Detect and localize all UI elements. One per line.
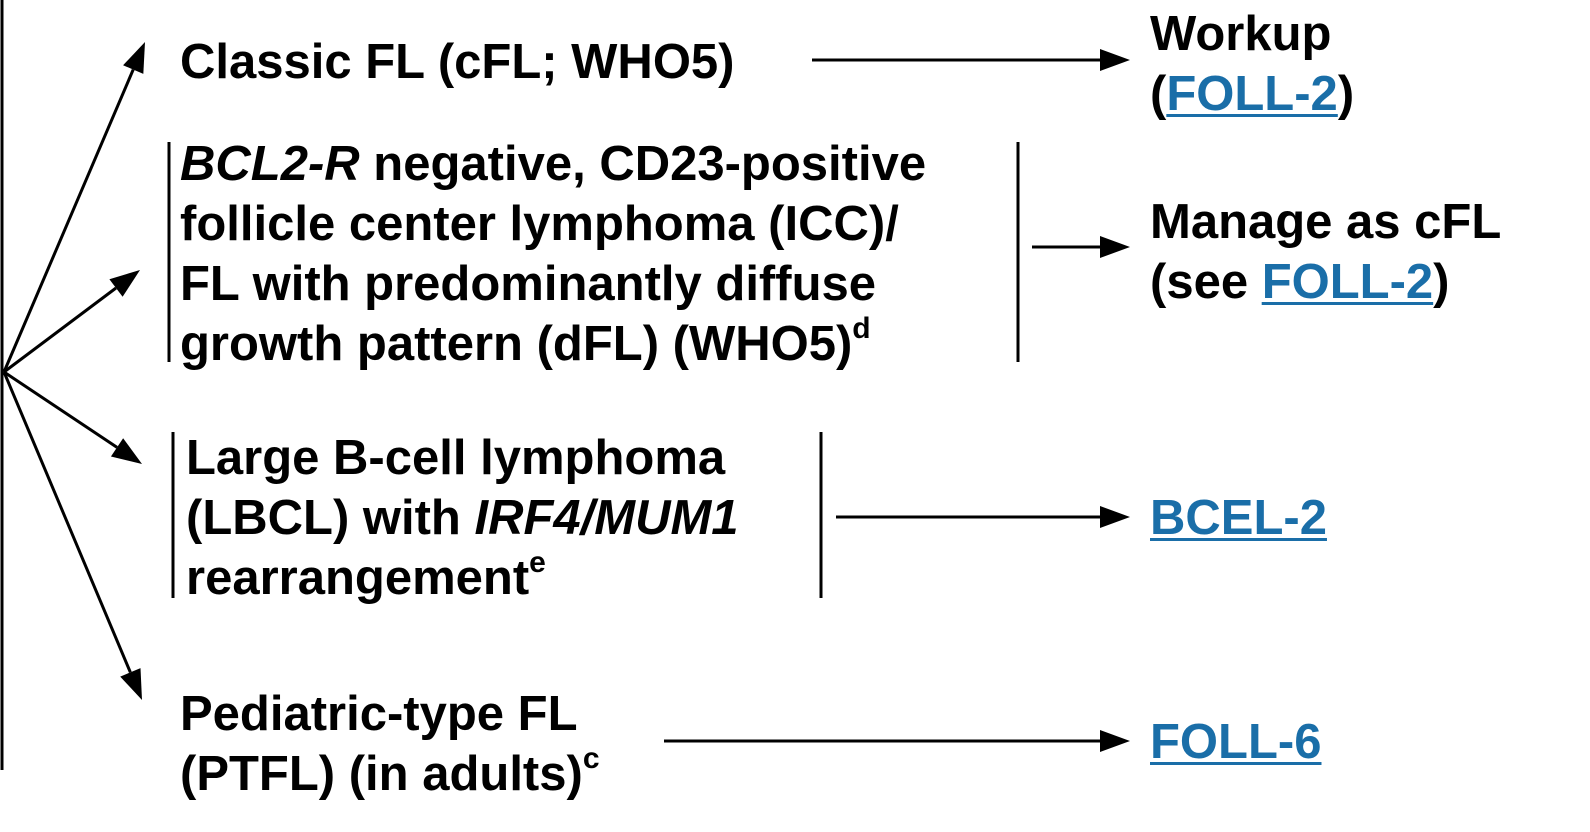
branch-dfl: BCL2-R negative, CD23-positive follicle … [180,134,926,374]
arrow-to-ptfl-head [120,668,142,700]
arrow-to-classic-fl-head [123,42,145,74]
link-foll-6[interactable]: FOLL-6 [1150,715,1322,769]
link-foll-2-manage[interactable]: FOLL-2 [1261,255,1434,309]
branch-lbcl: Large B-cell lymphoma (LBCL) with IRF4/M… [186,428,739,608]
arrow-to-dfl-head [109,270,140,297]
outcome-manage-label: Manage as cFL [1150,195,1502,249]
branch-dfl-line-2: follicle center lymphoma (ICC)/ [180,197,899,251]
branch-ptfl: Pediatric-type FL (PTFL) (in adults)c [180,684,600,804]
footnote-c: c [582,742,600,775]
branch-ptfl-line-2: (PTFL) (in adults)c [180,742,600,802]
arrow-classic-to-workup-head [1100,49,1130,71]
link-foll-2-workup[interactable]: FOLL-2 [1166,67,1338,121]
outcome-workup-label: Workup [1150,7,1332,61]
outcome-manage-as-cfl: Manage as cFL (see FOLL-2) [1150,192,1501,312]
outcome-foll-6: FOLL-6 [1150,712,1321,772]
branch-dfl-line-3: FL with predominantly diffuse [180,257,877,311]
gene-bcl2r: BCL2-R [180,137,360,191]
arrow-to-ptfl-shaft [2,371,132,673]
arrow-to-lbcl-head [110,438,142,464]
arrow-ptfl-to-foll6-head [1100,730,1130,752]
outcome-bcel-2: BCEL-2 [1150,488,1327,548]
footnote-d: d [852,312,871,345]
branch-dfl-line-1: BCL2-R negative, CD23-positive [180,137,927,191]
branch-lbcl-line-3: rearrangemente [186,546,546,606]
branch-classic-fl-label: Classic FL (cFL; WHO5) [180,35,735,89]
arrow-dfl-to-manage-head [1100,236,1130,258]
outcome-manage-ref: (see FOLL-2) [1150,255,1450,309]
link-bcel-2[interactable]: BCEL-2 [1150,491,1327,545]
branch-ptfl-line-1: Pediatric-type FL [180,687,578,741]
arrow-to-dfl-shaft [3,286,117,374]
branch-dfl-line-4: growth pattern (dFL) (WHO5)d [180,312,871,372]
outcome-workup: Workup (FOLL-2) [1150,4,1354,124]
arrow-lbcl-to-bcel-head [1100,506,1130,528]
branch-lbcl-line-2: (LBCL) with IRF4/MUM1 [186,491,739,545]
branch-lbcl-line-1: Large B-cell lymphoma [186,431,726,485]
outcome-workup-ref: (FOLL-2) [1150,67,1355,121]
footnote-e: e [529,546,546,579]
branch-classic-fl: Classic FL (cFL; WHO5) [180,32,735,92]
arrow-to-classic-fl-shaft [2,68,135,373]
gene-irf4-mum1: IRF4/MUM1 [474,491,739,545]
arrow-to-lbcl-shaft [3,370,118,449]
